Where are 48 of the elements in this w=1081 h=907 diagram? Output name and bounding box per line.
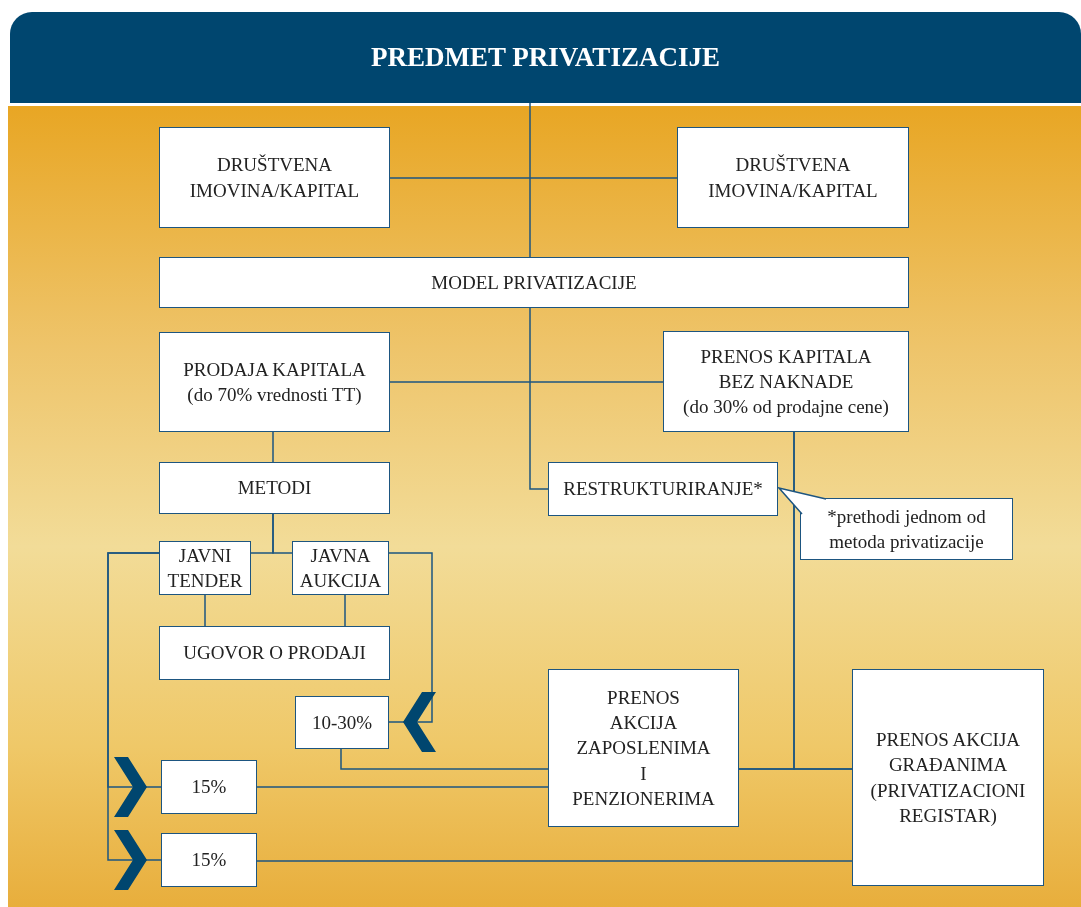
title-text: PREDMET PRIVATIZACIJE: [370, 40, 721, 74]
connector-line: [389, 381, 664, 383]
connector-line: [256, 860, 853, 862]
box-label: 15%: [190, 848, 228, 873]
process-box: [852, 669, 1044, 886]
note-text: *prethodi jednom od metoda privatizacije: [826, 504, 987, 554]
note-callout: [800, 498, 1013, 560]
box-label: JAVNI TENDER: [166, 543, 244, 593]
connector-line: [793, 431, 853, 770]
connector-line: [340, 748, 549, 770]
process-box: [159, 541, 251, 595]
box-label: (do 30% od prodajne cene): [682, 395, 890, 420]
title-banner: [10, 12, 1081, 103]
box-label: (do 70% vrednosti TT): [186, 383, 363, 407]
box-label: JAVNA AUKCIJA: [298, 543, 383, 593]
box-label: DRUŠTVENA IMOVINA/KAPITAL: [188, 153, 361, 203]
box-label: METODI: [236, 476, 313, 501]
box-label: DRUŠTVENA IMOVINA/KAPITAL: [707, 153, 879, 203]
process-box: [159, 332, 390, 432]
process-box: [161, 833, 257, 887]
connector-line: [256, 786, 549, 788]
box-label: PRODAJA KAPITALA: [182, 357, 367, 382]
box-label: PRENOS AKCIJA GRAĐANIMA (PRIVATIZACIONI REGISTAR): [869, 727, 1027, 828]
box-label: UGOVOR O PRODAJI: [182, 641, 367, 666]
box-label: MODEL PRIVATIZACIJE: [430, 270, 638, 295]
process-box: [548, 462, 778, 516]
connector-line: [529, 307, 549, 490]
process-box: [677, 127, 909, 228]
box-label: PRENOS AKCIJA ZAPOSLENIMA I PENZIONERIMA: [571, 685, 716, 811]
box-label: RESTRUKTURIRANJE*: [562, 477, 764, 502]
connector-line: [204, 594, 206, 627]
connector-line: [272, 431, 274, 463]
box-label: 10-30%: [310, 710, 374, 735]
process-box: [159, 462, 390, 514]
process-box: [159, 626, 390, 680]
connector-line: [389, 177, 678, 179]
connector-line: [344, 594, 346, 627]
connector-line: [529, 102, 531, 258]
process-box: [663, 331, 909, 432]
process-box: [295, 696, 389, 749]
connector-line: [272, 513, 293, 554]
process-box: [292, 541, 389, 595]
process-box: [159, 127, 390, 228]
box-label: 15%: [190, 775, 228, 800]
process-box: [161, 760, 257, 814]
process-box: [548, 669, 739, 827]
box-label: PRENOS KAPITALA BEZ NAKNADE: [699, 344, 873, 394]
process-box: [159, 257, 909, 308]
